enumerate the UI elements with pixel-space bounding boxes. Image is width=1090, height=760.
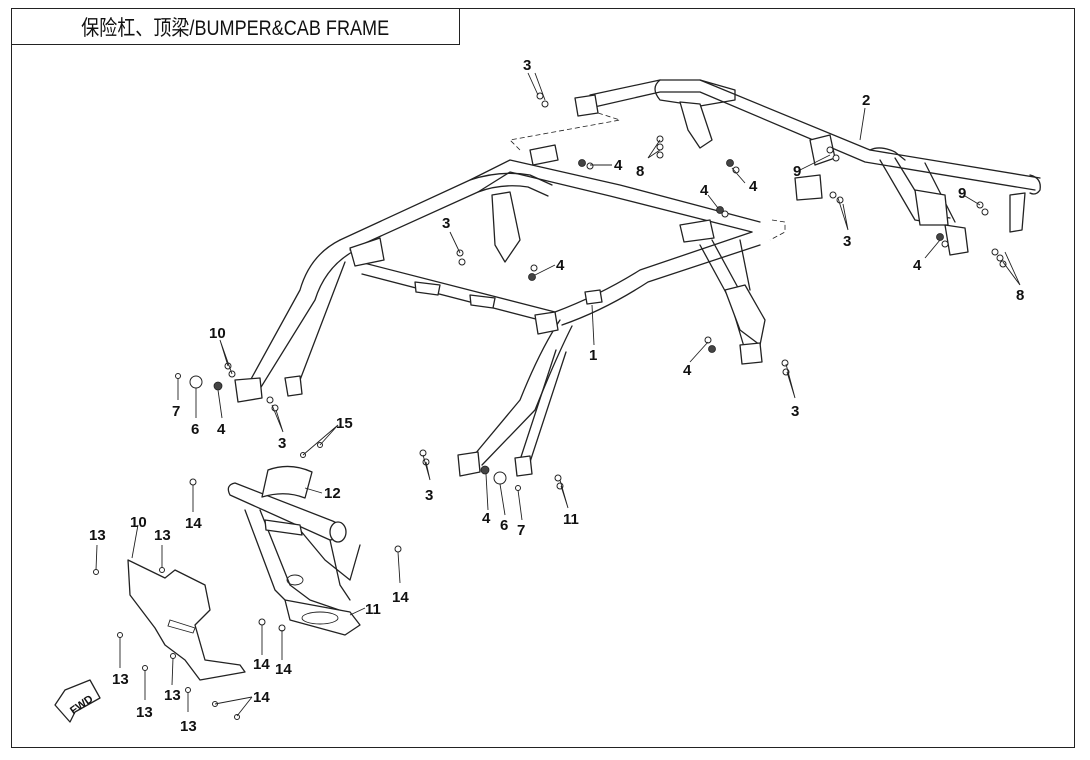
- callout-8a: 9: [793, 163, 801, 180]
- callout-15: 15: [336, 415, 353, 432]
- callout-5a: 6: [191, 421, 199, 438]
- callout-14c: 14: [253, 656, 270, 673]
- callout-13b: 13: [154, 527, 171, 544]
- callout-1: 1: [589, 347, 597, 364]
- skid-plate: [127, 559, 246, 681]
- callout-3f: 3: [425, 487, 433, 504]
- callout-5b: 6: [500, 517, 508, 534]
- page-title: 保险杠、顶梁/BUMPER&CAB FRAME: [81, 16, 390, 40]
- callout-3b: 3: [843, 233, 851, 250]
- callout-13c: 13: [112, 671, 129, 688]
- callout-4h: 4: [482, 510, 491, 527]
- callout-4f: 4: [217, 421, 226, 438]
- callout-8b: 9: [958, 185, 966, 202]
- callout-3e: 3: [791, 403, 799, 420]
- callout-7a: 8: [636, 163, 644, 180]
- callout-14b: 14: [392, 589, 409, 606]
- fwd-arrow-icon: FWD: [54, 679, 101, 723]
- callout-labels: 3 2 4 8 4 4 9 3 9 4 8 3 4 1 10 7 6 4 3 4…: [89, 57, 1024, 735]
- front-bumper: [227, 482, 361, 636]
- bumper-sleeve: [261, 465, 313, 499]
- callout-4e: 4: [556, 257, 565, 274]
- callout-3d: 3: [278, 435, 286, 452]
- callout-6b: 7: [517, 522, 525, 539]
- callout-4g: 4: [683, 362, 692, 379]
- hardware: [93, 92, 1007, 720]
- title-box: 保险杠、顶梁/BUMPER&CAB FRAME: [11, 8, 460, 45]
- drawing-border: [11, 8, 1075, 748]
- callout-4b: 4: [700, 182, 709, 199]
- callout-7b: 8: [1016, 287, 1024, 304]
- callout-6a: 7: [172, 403, 180, 420]
- callout-2: 2: [862, 92, 870, 109]
- leader-lines: [95, 72, 1021, 717]
- callout-9a: 10: [209, 325, 226, 342]
- callout-3c: 3: [442, 215, 450, 232]
- callout-4d: 4: [913, 257, 922, 274]
- rear-cab-frame: [509, 79, 1041, 256]
- callout-12: 12: [324, 485, 341, 502]
- callout-3a: 3: [523, 57, 531, 74]
- callout-13f: 13: [180, 718, 197, 735]
- callout-13a: 13: [89, 527, 106, 544]
- callout-13d: 13: [136, 704, 153, 721]
- callout-10: 10: [130, 514, 147, 531]
- callout-14a: 14: [185, 515, 202, 532]
- callout-13e: 13: [164, 687, 181, 704]
- callout-13g: 14: [253, 689, 270, 706]
- callout-9b: 11: [563, 511, 579, 528]
- callout-11: 11: [365, 601, 381, 618]
- callout-4a: 4: [614, 157, 623, 174]
- callout-14d: 14: [275, 661, 292, 678]
- callout-4c: 4: [749, 178, 758, 195]
- main-cab-frame: [234, 144, 766, 477]
